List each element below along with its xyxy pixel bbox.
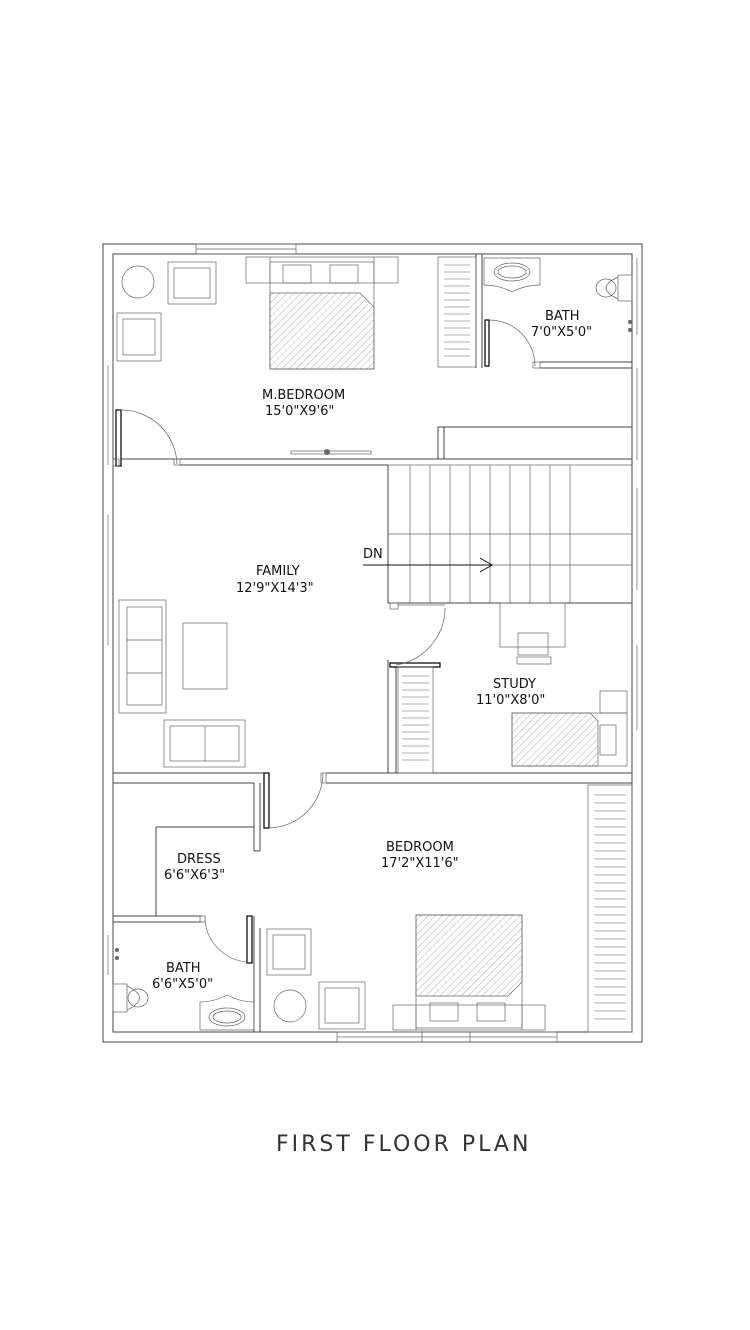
outer-walls (102, 243, 643, 1043)
dress-name: DRESS (177, 852, 221, 867)
room-labels: M.BEDROOM 15'0"X9'6" BATH 7'0"X5'0" FAMI… (152, 309, 592, 992)
interior-walls (113, 254, 633, 1032)
dress-size: 6'6"X6'3" (164, 868, 225, 883)
bath-bottom-name: BATH (166, 961, 201, 976)
family-furniture (118, 599, 246, 768)
master-bedroom-furniture (116, 256, 477, 455)
family-size: 12'9"X14'3" (236, 581, 314, 596)
bedroom-furniture (266, 784, 633, 1033)
bath-top-name: BATH (545, 309, 580, 324)
bath-bottom-size: 6'6"X5'0" (152, 977, 213, 992)
doors (112, 319, 541, 964)
study-furniture (397, 602, 628, 774)
study-name: STUDY (493, 677, 536, 692)
bedroom-size: 17'2"X11'6" (381, 856, 459, 871)
staircase (363, 464, 632, 603)
stair-direction-label: DN (363, 547, 383, 562)
master-bedroom-name: M.BEDROOM (262, 388, 345, 403)
plan-title: FIRST FLOOR PLAN (276, 1132, 531, 1157)
bath-top-fixtures (483, 257, 633, 332)
study-size: 11'0"X8'0" (476, 693, 545, 708)
bedroom-name: BEDROOM (386, 840, 454, 855)
family-name: FAMILY (256, 564, 300, 579)
bath-bottom-fixtures (112, 948, 255, 1031)
master-bedroom-size: 15'0"X9'6" (265, 404, 334, 419)
bath-top-size: 7'0"X5'0" (531, 325, 592, 340)
